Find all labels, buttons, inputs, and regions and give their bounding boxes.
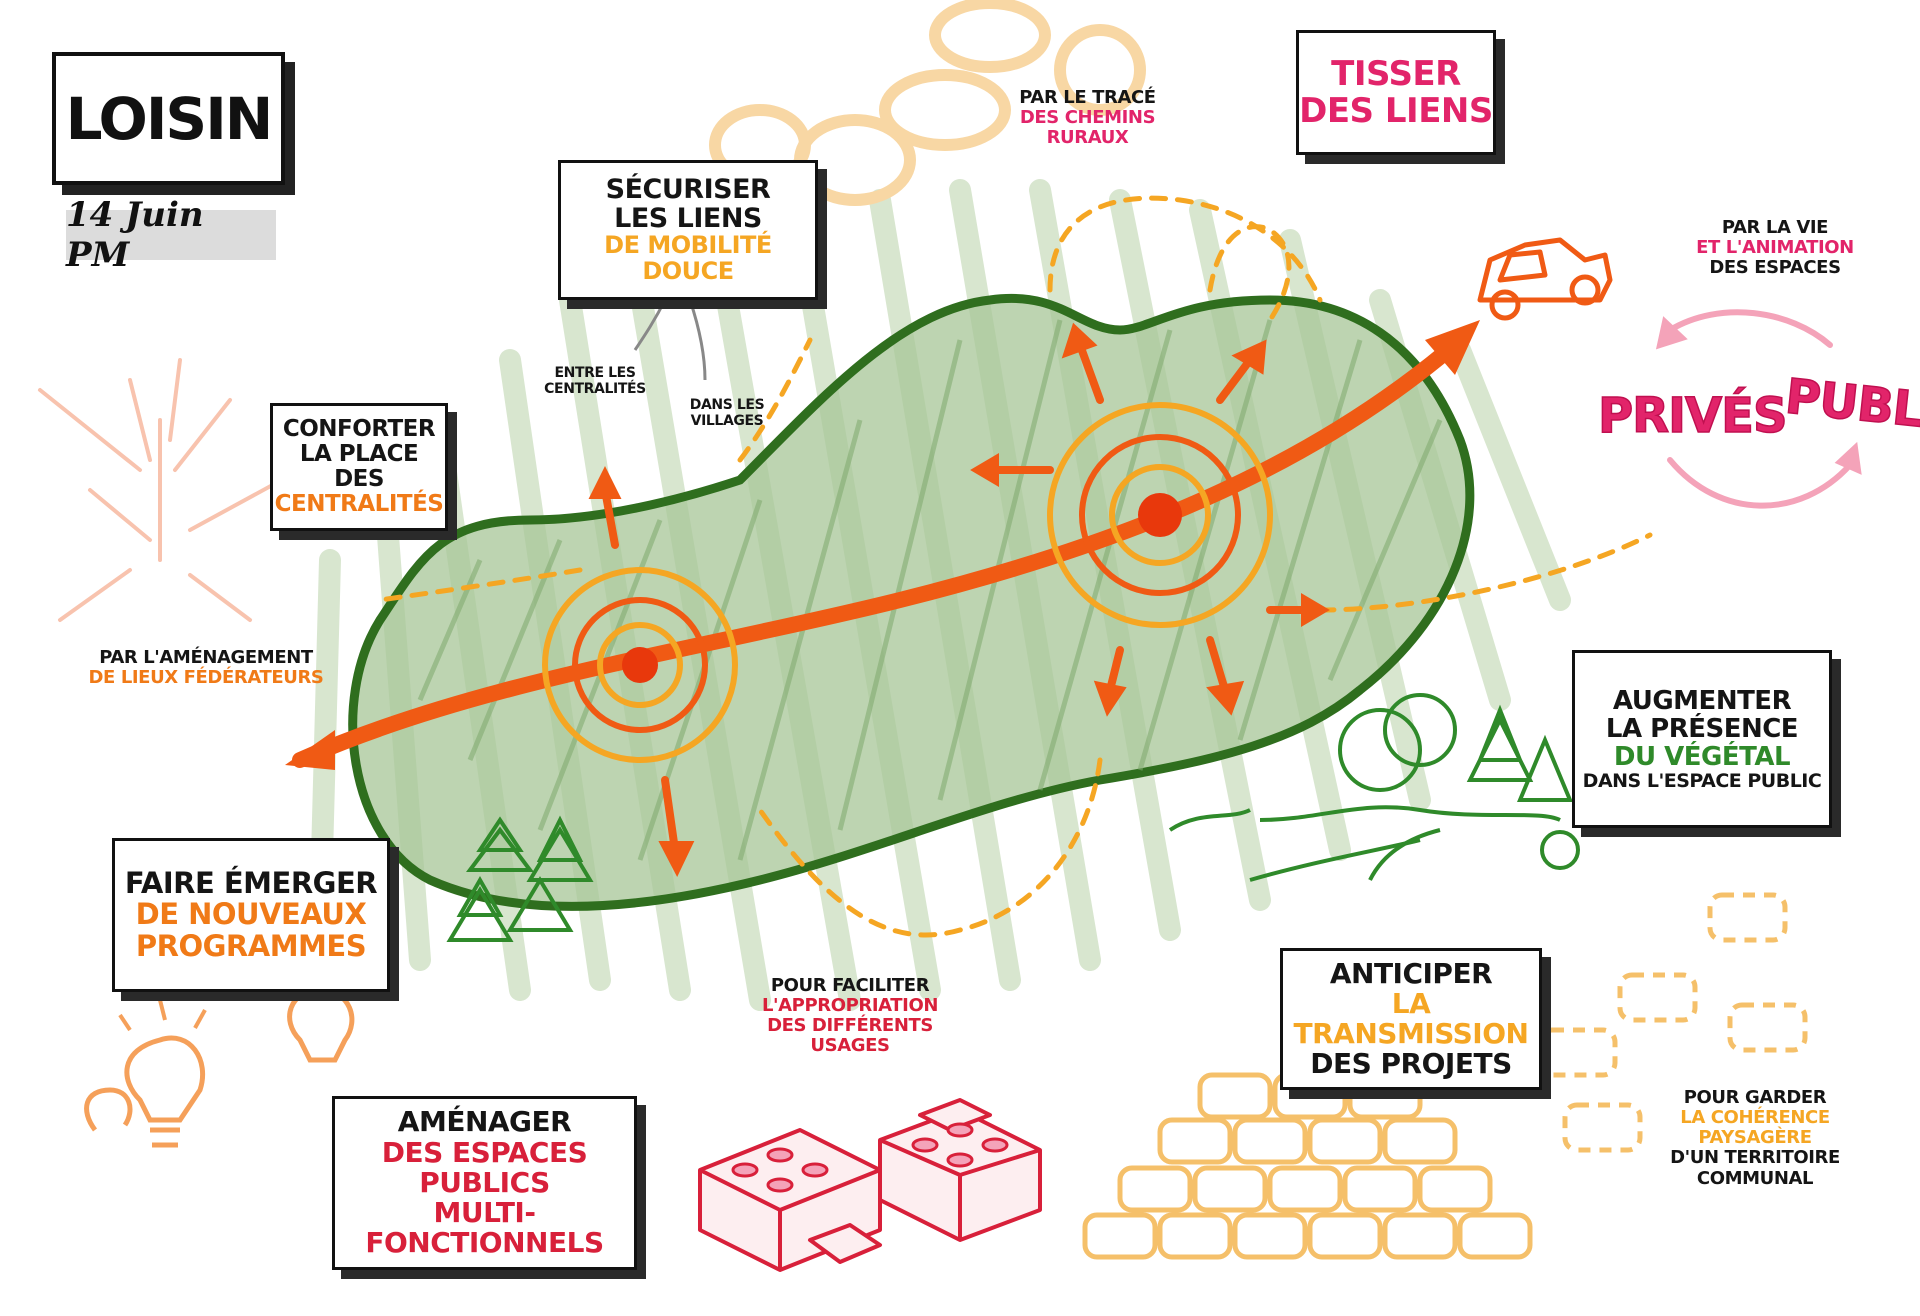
- box-conforter-line1: Conforter: [282, 416, 436, 443]
- note-vie-animation: par la vie et l'animation des espaces: [1690, 217, 1860, 279]
- lightbulbs-illustration: [84, 987, 355, 1148]
- box-securiser: Sécuriser les liens de mobilité douce: [558, 160, 818, 300]
- main-axis-arrow: [285, 320, 1480, 770]
- centrality-target-right: [1047, 402, 1273, 628]
- note-lieux-line2: de lieux fédérateurs: [88, 667, 324, 689]
- brick-pyramid-illustration: [1082, 1072, 1533, 1260]
- note-vie-line1: par la vie: [1721, 217, 1829, 238]
- note-faciliter-line2: l'appropriation: [761, 995, 939, 1017]
- box-augmenter: Augmenter la présence du végétal dans l'…: [1572, 650, 1832, 828]
- note-garder-line3: paysagère: [1698, 1127, 1812, 1149]
- box-tisser-line1: Tisser: [1331, 53, 1461, 94]
- note-dans-villages: dans les villages: [682, 397, 772, 429]
- box-securiser-line2: les liens: [614, 203, 762, 235]
- radial-arrows: [588, 322, 1330, 877]
- box-conforter-line2: la place des: [299, 441, 419, 492]
- box-securiser-line3: de mobilité douce: [604, 231, 772, 286]
- page-title: LOISIN: [52, 52, 285, 185]
- box-anticiper-line3: des projets: [1310, 1047, 1512, 1081]
- note-vie-line3: des espaces: [1709, 257, 1841, 279]
- box-securiser-line1: Sécuriser: [605, 173, 771, 205]
- box-faire-emerger-line1: Faire émerger: [124, 866, 378, 901]
- box-faire-emerger-line2: de nouveaux: [135, 897, 367, 932]
- box-tisser: Tisser des liens: [1296, 30, 1496, 155]
- note-garder: pour garder la cohérence paysagère d'un …: [1660, 1087, 1850, 1189]
- note-entre-centralites: entre les centralités: [540, 365, 650, 397]
- cycle-arrows: [1655, 309, 1862, 509]
- note-chemins-line3: ruraux: [1046, 127, 1129, 149]
- box-anticiper-line2: la transmission: [1293, 986, 1529, 1050]
- note-vie-line2: et l'animation: [1696, 237, 1854, 259]
- note-chemins-line1: par le tracé: [1019, 87, 1156, 108]
- box-augmenter-line2: la présence: [1605, 713, 1799, 744]
- starburst-illustration: [38, 358, 302, 622]
- note-faciliter: pour faciliter l'appropriation des diffé…: [730, 975, 970, 1057]
- note-faciliter-line1: pour faciliter: [770, 975, 930, 996]
- note-entre-line1: entre les: [554, 365, 636, 381]
- pointer-lines: [633, 299, 707, 381]
- note-garder-line1: pour garder: [1683, 1087, 1827, 1108]
- box-augmenter-line1: Augmenter: [1612, 685, 1792, 716]
- session-date: 14 Juin PM: [66, 195, 276, 275]
- word-prives: PRIVÉS: [1597, 387, 1788, 445]
- centrality-target-left: [542, 567, 738, 763]
- box-anticiper: Anticiper la transmission des projets: [1280, 948, 1542, 1090]
- note-garder-line5: communal: [1696, 1167, 1814, 1189]
- note-garder-line2: la cohérence: [1680, 1107, 1830, 1129]
- note-faciliter-line3: des différents usages: [767, 1015, 933, 1057]
- box-augmenter-line3: du végétal: [1613, 741, 1791, 772]
- box-conforter: Conforter la place des centralités: [270, 403, 448, 531]
- note-lieux-line1: par l'aménagement: [99, 647, 313, 668]
- box-conforter-line3: centralités: [274, 490, 444, 517]
- box-amenager-line1: Aménager: [397, 1105, 572, 1139]
- trees-left: [446, 815, 594, 942]
- box-anticiper-line1: Anticiper: [1329, 956, 1493, 990]
- note-villages-line2: villages: [690, 412, 764, 429]
- note-chemins: par le tracé des chemins ruraux: [1005, 87, 1170, 149]
- lego-bricks-illustration: [698, 1098, 1042, 1272]
- car-illustration: [1477, 237, 1613, 321]
- box-faire-emerger: Faire émerger de nouveaux programmes: [112, 838, 390, 992]
- note-chemins-line2: des chemins: [1019, 107, 1156, 129]
- box-tisser-line2: des liens: [1299, 90, 1493, 131]
- box-faire-emerger-line3: programmes: [135, 928, 367, 963]
- box-amenager-line2: des espaces publics: [381, 1135, 588, 1199]
- box-augmenter-line4: dans l'espace public: [1582, 769, 1822, 792]
- note-garder-line4: d'un territoire: [1670, 1147, 1840, 1169]
- note-lieux-federateurs: par l'aménagement de lieux fédérateurs: [86, 647, 326, 689]
- box-amenager-line3: multi-fonctionnels: [365, 1196, 604, 1260]
- trees-right: [1168, 693, 1580, 882]
- note-villages-line1: dans les: [689, 397, 765, 413]
- dashed-paths: [377, 195, 1653, 938]
- note-entre-line2: centralités: [544, 380, 646, 397]
- box-amenager: Aménager des espaces publics multi-fonct…: [332, 1096, 637, 1270]
